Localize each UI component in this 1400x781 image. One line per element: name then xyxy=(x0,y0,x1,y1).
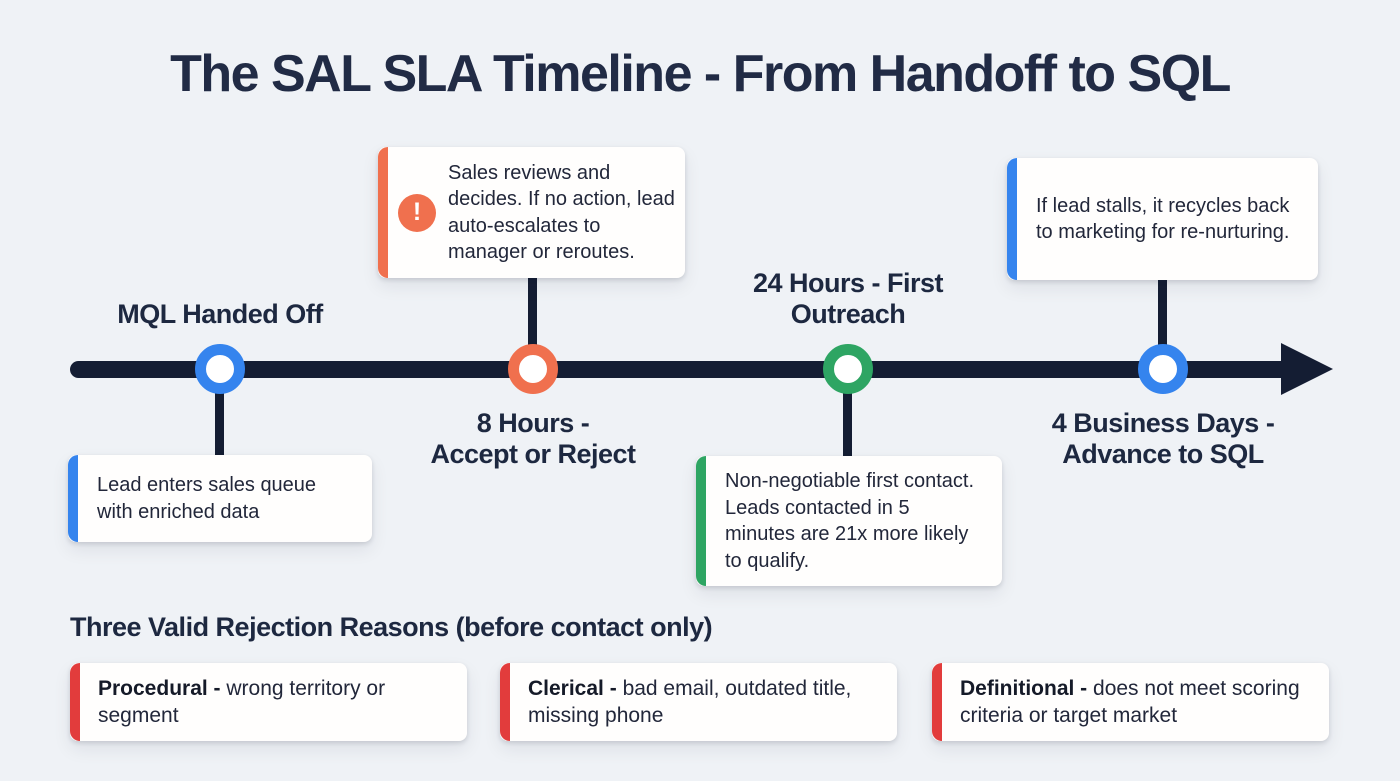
callout-24-hours: Non-negotiable first contact. Leads cont… xyxy=(696,456,1002,586)
callout-4-business-days: If lead stalls, it recycles back to mark… xyxy=(1007,158,1318,280)
connector-8-hours xyxy=(528,272,537,369)
reason-text: Procedural - wrong territory or segment xyxy=(98,675,438,729)
accent-bar xyxy=(696,456,706,586)
connector-24-hours xyxy=(843,369,852,463)
accent-bar xyxy=(1007,158,1017,280)
milestone-label-line: MQL Handed Off xyxy=(117,299,323,329)
callout-8-hours: ! Sales reviews and decides. If no actio… xyxy=(378,147,685,278)
reason-description: does not meet scoring criteria or target… xyxy=(960,677,1300,727)
milestone-label-mql-handed-off: MQL Handed Off xyxy=(117,299,323,330)
reason-text: Definitional - does not meet scoring cri… xyxy=(960,675,1300,729)
accent-bar xyxy=(68,455,78,542)
milestone-label-line: Accept or Reject xyxy=(430,439,636,469)
callout-text: Lead enters sales queue with enriched da… xyxy=(97,474,317,523)
milestone-label-line: 24 Hours - First xyxy=(752,268,944,298)
reason-description: bad email, outdated title, missing phone xyxy=(528,677,852,727)
page-title: The SAL SLA Timeline - From Handoff to S… xyxy=(170,45,1231,103)
callout-text: Sales reviews and decides. If no action,… xyxy=(448,161,675,264)
timeline-node-mql-handed-off xyxy=(195,344,245,394)
timeline-node-4-business-days xyxy=(1138,344,1188,394)
connector-mql-handed-off xyxy=(215,369,224,461)
milestone-label-line: 4 Business Days - xyxy=(1051,408,1275,438)
accent-bar xyxy=(378,147,388,278)
milestone-label-line: Advance to SQL xyxy=(1062,439,1264,469)
timeline-arrowhead-icon xyxy=(1281,343,1333,395)
reason-text: Clerical - bad email, outdated title, mi… xyxy=(528,675,868,729)
reason-term: Procedural - xyxy=(98,677,221,700)
reason-description: wrong territory or segment xyxy=(98,677,386,727)
milestone-label-line: 8 Hours - xyxy=(476,408,590,438)
milestone-label-8-hours: 8 Hours - Accept or Reject xyxy=(430,408,636,470)
alert-icon: ! xyxy=(398,193,436,232)
accent-bar xyxy=(70,663,80,741)
reason-card-procedural: Procedural - wrong territory or segment xyxy=(70,663,467,741)
timeline-axis xyxy=(70,361,1284,378)
callout-text: Non-negotiable first contact. Leads cont… xyxy=(725,470,975,572)
callout-text: If lead stalls, it recycles back to mark… xyxy=(1036,194,1290,244)
accent-bar xyxy=(932,663,942,741)
milestone-label-4-business-days: 4 Business Days - Advance to SQL xyxy=(1052,408,1275,470)
callout-mql-handed-off: Lead enters sales queue with enriched da… xyxy=(68,455,372,542)
timeline-node-8-hours xyxy=(508,344,558,394)
reason-card-definitional: Definitional - does not meet scoring cri… xyxy=(932,663,1329,741)
reason-term: Definitional - xyxy=(960,677,1088,700)
milestone-label-24-hours: 24 Hours - First Outreach xyxy=(752,268,944,330)
milestone-label-line: Outreach xyxy=(790,299,906,329)
accent-bar xyxy=(500,663,510,741)
timeline-node-24-hours xyxy=(823,344,873,394)
reason-card-clerical: Clerical - bad email, outdated title, mi… xyxy=(500,663,897,741)
connector-4-business-days xyxy=(1158,274,1167,369)
reason-term: Clerical - xyxy=(528,677,617,700)
rejection-reasons-heading: Three Valid Rejection Reasons (before co… xyxy=(70,612,713,642)
